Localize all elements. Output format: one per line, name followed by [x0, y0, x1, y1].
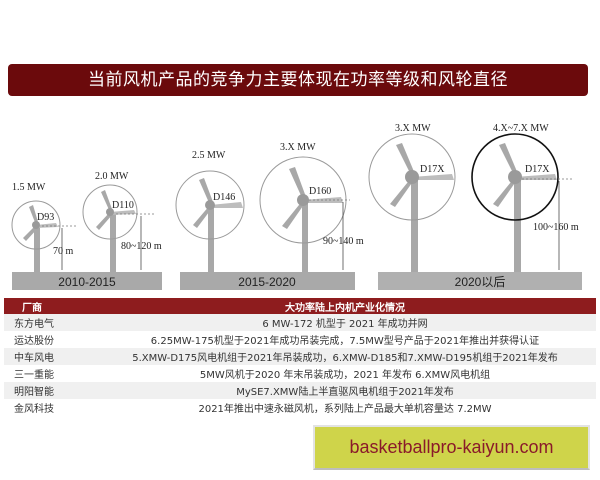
vendor-cell: 运达股份 — [14, 336, 54, 347]
vendor-cell: 中车风电 — [14, 353, 54, 364]
header-status: 大功率陆上内机产业化情况 — [285, 302, 405, 314]
vendor-cell: 东方电气 — [14, 319, 54, 330]
turbine-icon-6: 4.X~7.X MW D17X 100~160 m — [471, 123, 579, 272]
svg-text:D146: D146 — [213, 192, 235, 203]
turbine-icon-2: 2.0 MW D110 80~120 m — [82, 171, 162, 272]
era-bar-2020-later — [378, 272, 582, 290]
turbine-icon-3: 2.5 MW D146 — [175, 150, 245, 272]
vendor-cell: 三一重能 — [14, 370, 54, 381]
svg-text:D93: D93 — [37, 212, 54, 223]
table-row: 明阳智能 MySE7.XMW陆上半直驱风电机组于2021年发布 — [4, 382, 596, 399]
svg-text:90~140 m: 90~140 m — [323, 236, 364, 247]
status-cell: 6 MW-172 机型于 2021 年成功并网 — [262, 319, 428, 330]
table-row: 中车风电 5.XMW-D175风电机组于2021年吊装成功，6.XMW-D185… — [4, 348, 596, 365]
turbine-diagram: 2010-2015 2015-2020 2020以后 1.5 MW D93 70… — [0, 105, 600, 295]
svg-text:4.X~7.X MW: 4.X~7.X MW — [493, 123, 549, 134]
svg-text:70 m: 70 m — [53, 246, 74, 257]
status-cell: 6.25MW-175机型于2021年成功吊装完成，7.5MW型号产品于2021年… — [150, 336, 540, 347]
watermark-link[interactable]: basketballpro-kaiyun.com — [313, 425, 590, 470]
era-bar-2010-2015 — [12, 272, 162, 290]
era-label: 2020以后 — [455, 275, 506, 289]
svg-text:2.0 MW: 2.0 MW — [95, 171, 129, 182]
turbine-icon-4: 3.X MW D160 90~140 m — [259, 142, 364, 272]
table-row: 运达股份 6.25MW-175机型于2021年成功吊装完成，7.5MW型号产品于… — [4, 331, 596, 348]
table-header: 厂商 大功率陆上内机产业化情况 — [4, 298, 596, 314]
title-banner: 当前风机产品的竞争力主要体现在功率等级和风轮直径 — [8, 64, 588, 96]
table-row: 东方电气 6 MW-172 机型于 2021 年成功并网 — [4, 314, 596, 331]
vendor-table: 厂商 大功率陆上内机产业化情况 东方电气 6 MW-172 机型于 2021 年… — [4, 298, 596, 416]
status-cell: 5MW风机于2020 年末吊装成功，2021 年发布 6.XMW风电机组 — [199, 370, 491, 381]
vendor-cell: 明阳智能 — [14, 387, 54, 398]
status-cell: 5.XMW-D175风电机组于2021年吊装成功，6.XMW-D185和7.XM… — [132, 353, 558, 364]
svg-text:3.X MW: 3.X MW — [395, 123, 431, 134]
status-cell: 2021年推出中速永磁风机，系列陆上产品最大单机容量达 7.2MW — [198, 404, 492, 415]
turbine-icon-5: 3.X MW D17X — [368, 123, 456, 272]
svg-text:1.5 MW: 1.5 MW — [12, 182, 46, 193]
svg-text:D110: D110 — [112, 200, 134, 211]
svg-text:80~120 m: 80~120 m — [121, 241, 162, 252]
svg-text:100~160 m: 100~160 m — [533, 222, 579, 233]
svg-text:D17X: D17X — [420, 164, 445, 175]
era-label: 2015-2020 — [238, 275, 296, 289]
table-row: 金风科技 2021年推出中速永磁风机，系列陆上产品最大单机容量达 7.2MW — [4, 399, 596, 416]
era-label: 2010-2015 — [58, 275, 116, 289]
era-bar-2015-2020 — [180, 272, 355, 290]
status-cell: MySE7.XMW陆上半直驱风电机组于2021年发布 — [236, 387, 454, 398]
vendor-cell: 金风科技 — [14, 404, 54, 415]
table-row: 三一重能 5MW风机于2020 年末吊装成功，2021 年发布 6.XMW风电机… — [4, 365, 596, 382]
header-vendor: 厂商 — [22, 302, 42, 314]
svg-text:D17X: D17X — [525, 164, 550, 175]
svg-text:3.X MW: 3.X MW — [280, 142, 316, 153]
svg-text:D160: D160 — [309, 186, 331, 197]
svg-text:2.5 MW: 2.5 MW — [192, 150, 226, 161]
turbine-icon-1: 1.5 MW D93 70 m — [11, 182, 78, 272]
